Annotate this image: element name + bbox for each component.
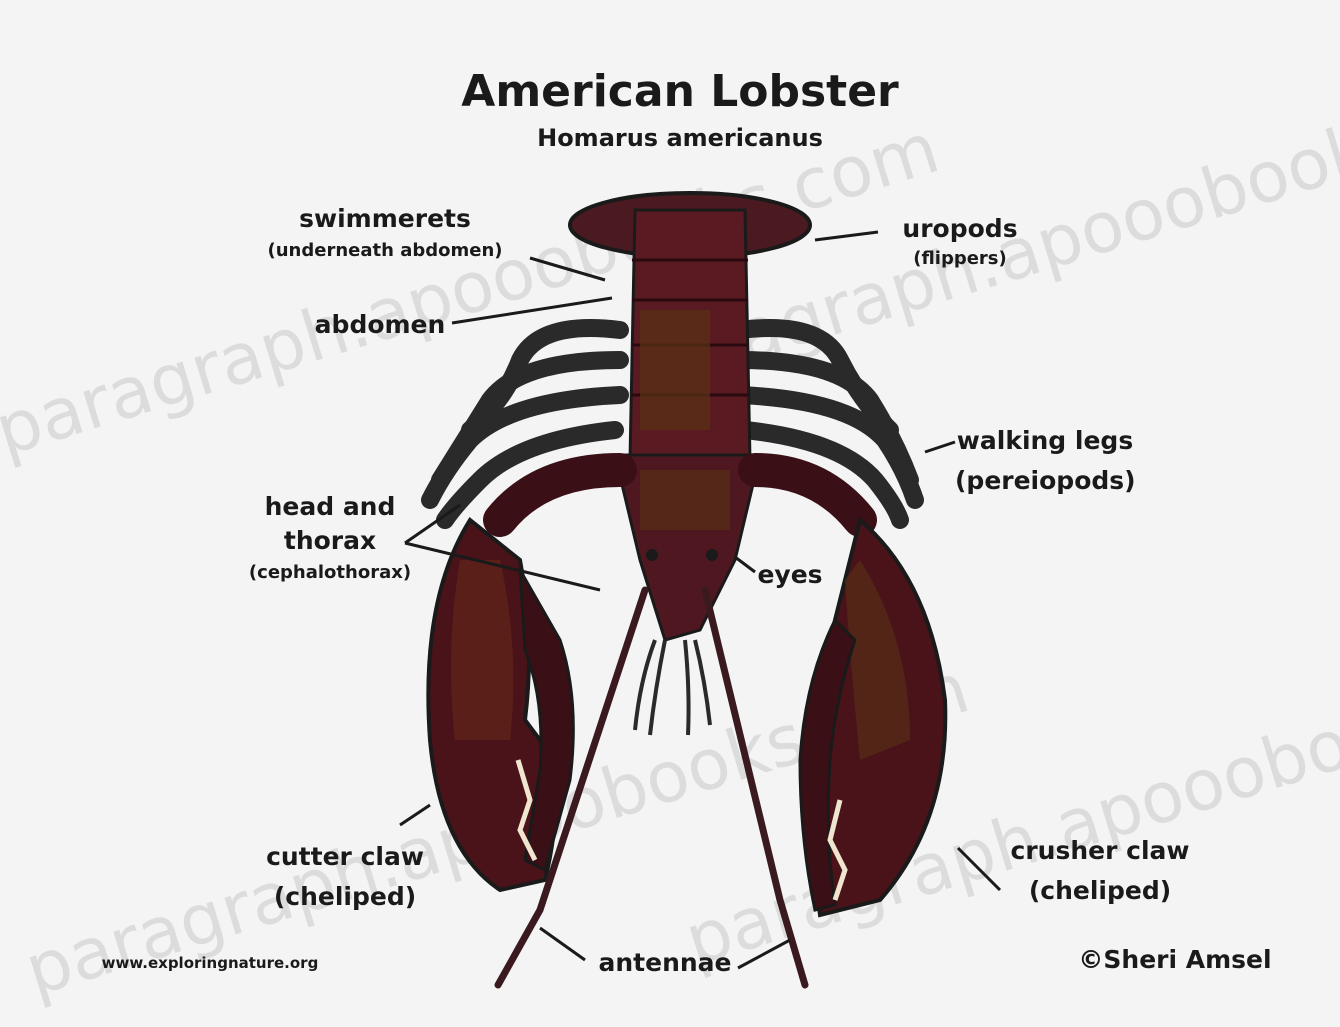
label-crusher-claw-sub: (cheliped)	[1000, 876, 1200, 905]
eye-right	[706, 549, 718, 561]
label-cutter-claw-sub: (cheliped)	[255, 882, 435, 911]
credit-website: www.exploringnature.org	[70, 954, 350, 972]
label-abdomen: abdomen	[300, 310, 460, 339]
label-head-line1: head and	[255, 492, 405, 521]
label-crusher-claw: crusher claw	[1000, 836, 1200, 865]
label-walking-legs-sub: (pereiopods)	[955, 466, 1135, 495]
label-eyes: eyes	[750, 560, 830, 589]
label-antennae: antennae	[590, 948, 740, 977]
antennules	[635, 640, 710, 735]
diagram-title: American Lobster	[420, 66, 940, 117]
antenna-right	[705, 590, 805, 985]
label-swimmerets-sub: (underneath abdomen)	[255, 240, 515, 261]
label-uropods-sub: (flippers)	[880, 248, 1040, 269]
label-uropods: uropods	[880, 214, 1040, 243]
label-walking-legs: walking legs	[955, 426, 1135, 455]
label-cutter-claw: cutter claw	[255, 842, 435, 871]
eye-left	[646, 549, 658, 561]
diagram-subtitle: Homarus americanus	[480, 124, 880, 152]
label-swimmerets: swimmerets	[285, 204, 485, 233]
credit-author: ©Sheri Amsel	[1060, 945, 1290, 974]
label-head-line2: thorax	[255, 526, 405, 555]
label-head-sub: (cephalothorax)	[235, 562, 425, 583]
